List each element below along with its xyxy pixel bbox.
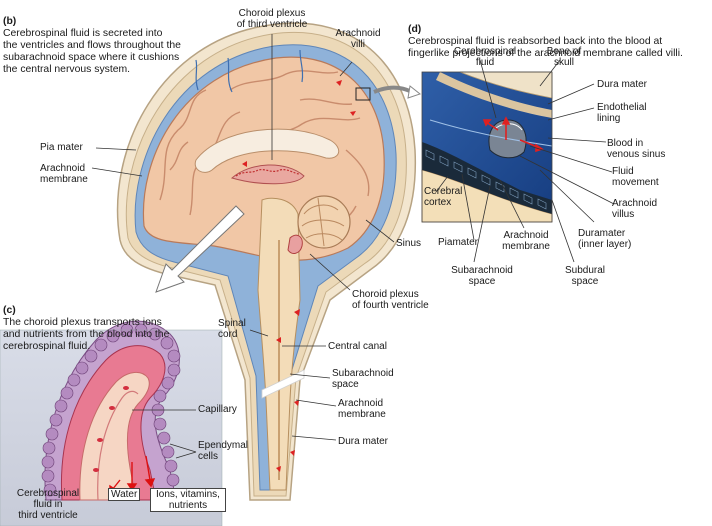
label-piamater: Piamater <box>438 237 479 248</box>
caption-d-text: Cerebrospinal fluid is reabsorbed back i… <box>408 36 683 59</box>
label-endothelial-lining: Endothelial lining <box>597 102 647 124</box>
caption-c-letter: (c) <box>3 305 16 316</box>
label-duramater-inner-layer: Duramater (inner layer) <box>578 228 632 250</box>
label-dura-mater: Dura mater <box>338 436 389 447</box>
caption-d-letter: (d) <box>408 24 422 35</box>
label-capillary: Capillary <box>198 404 237 415</box>
label-water: Water <box>108 488 141 501</box>
label-ions-vitamins-nutrients: Ions, vitamins, nutrients <box>150 488 226 512</box>
label-pia-mater: Pia mater <box>40 142 83 153</box>
label-spinal-cord: Spinal cord <box>218 318 246 340</box>
panel-d-illustration <box>421 71 553 223</box>
label-sinus: Sinus <box>396 238 422 249</box>
label-arachnoid-membrane: Arachnoid membrane <box>40 163 88 185</box>
label-bone-of-skull: Bone of skull <box>546 46 582 68</box>
caption-d: (d) Cerebrospinal fluid is reabsorbed ba… <box>408 12 708 60</box>
label-ependymal-cells: Ependymal cells <box>198 440 249 462</box>
caption-b-text: Cerebrospinal fluid is secreted into the… <box>3 28 181 75</box>
caption-c: (c) The choroid plexus transports ions a… <box>3 293 223 353</box>
label-subarachnoid-space: Subarachnoid space <box>332 368 394 390</box>
caption-b-letter: (b) <box>3 16 17 27</box>
label-cerebral-cortex: Cerebral cortex <box>424 186 463 208</box>
label-dura-mater-d: Dura mater <box>597 79 648 90</box>
label-arachnoid-membrane-d: Arachnoid membrane <box>502 230 550 252</box>
label-subarachnoid-space-d: Subarachnoid space <box>451 265 513 287</box>
leader-lines <box>91 34 615 459</box>
label-csf-third-ventricle: Cerebrospinal fluid in third ventricle <box>16 488 80 521</box>
label-subdural-space: Subdural space <box>564 265 606 287</box>
label-arachnoid-villi: Arachnoid villi <box>335 28 381 50</box>
caption-b: (b) Cerebrospinal fluid is secreted into… <box>3 4 241 76</box>
zoom-arrow-c <box>155 205 245 293</box>
label-choroid-plexus-third-ventricle: Choroid plexus of third ventricle <box>236 8 308 30</box>
label-choroid-plexus-fourth-ventricle: Choroid plexus of fourth ventricle <box>352 289 429 311</box>
label-arachnoid-membrane-lower: Arachnoid membrane <box>338 398 386 420</box>
label-central-canal: Central canal <box>328 341 387 352</box>
head-cross-section <box>116 22 417 501</box>
label-arachnoid-villus: Arachnoid villus <box>612 198 658 220</box>
label-blood-venous-sinus: Blood in venous sinus <box>607 138 666 160</box>
label-cerebrospinal-fluid: Cerebrospinal fluid <box>453 46 517 68</box>
caption-c-text: The choroid plexus transports ions and n… <box>3 317 170 352</box>
label-fluid-movement: Fluid movement <box>612 166 659 188</box>
